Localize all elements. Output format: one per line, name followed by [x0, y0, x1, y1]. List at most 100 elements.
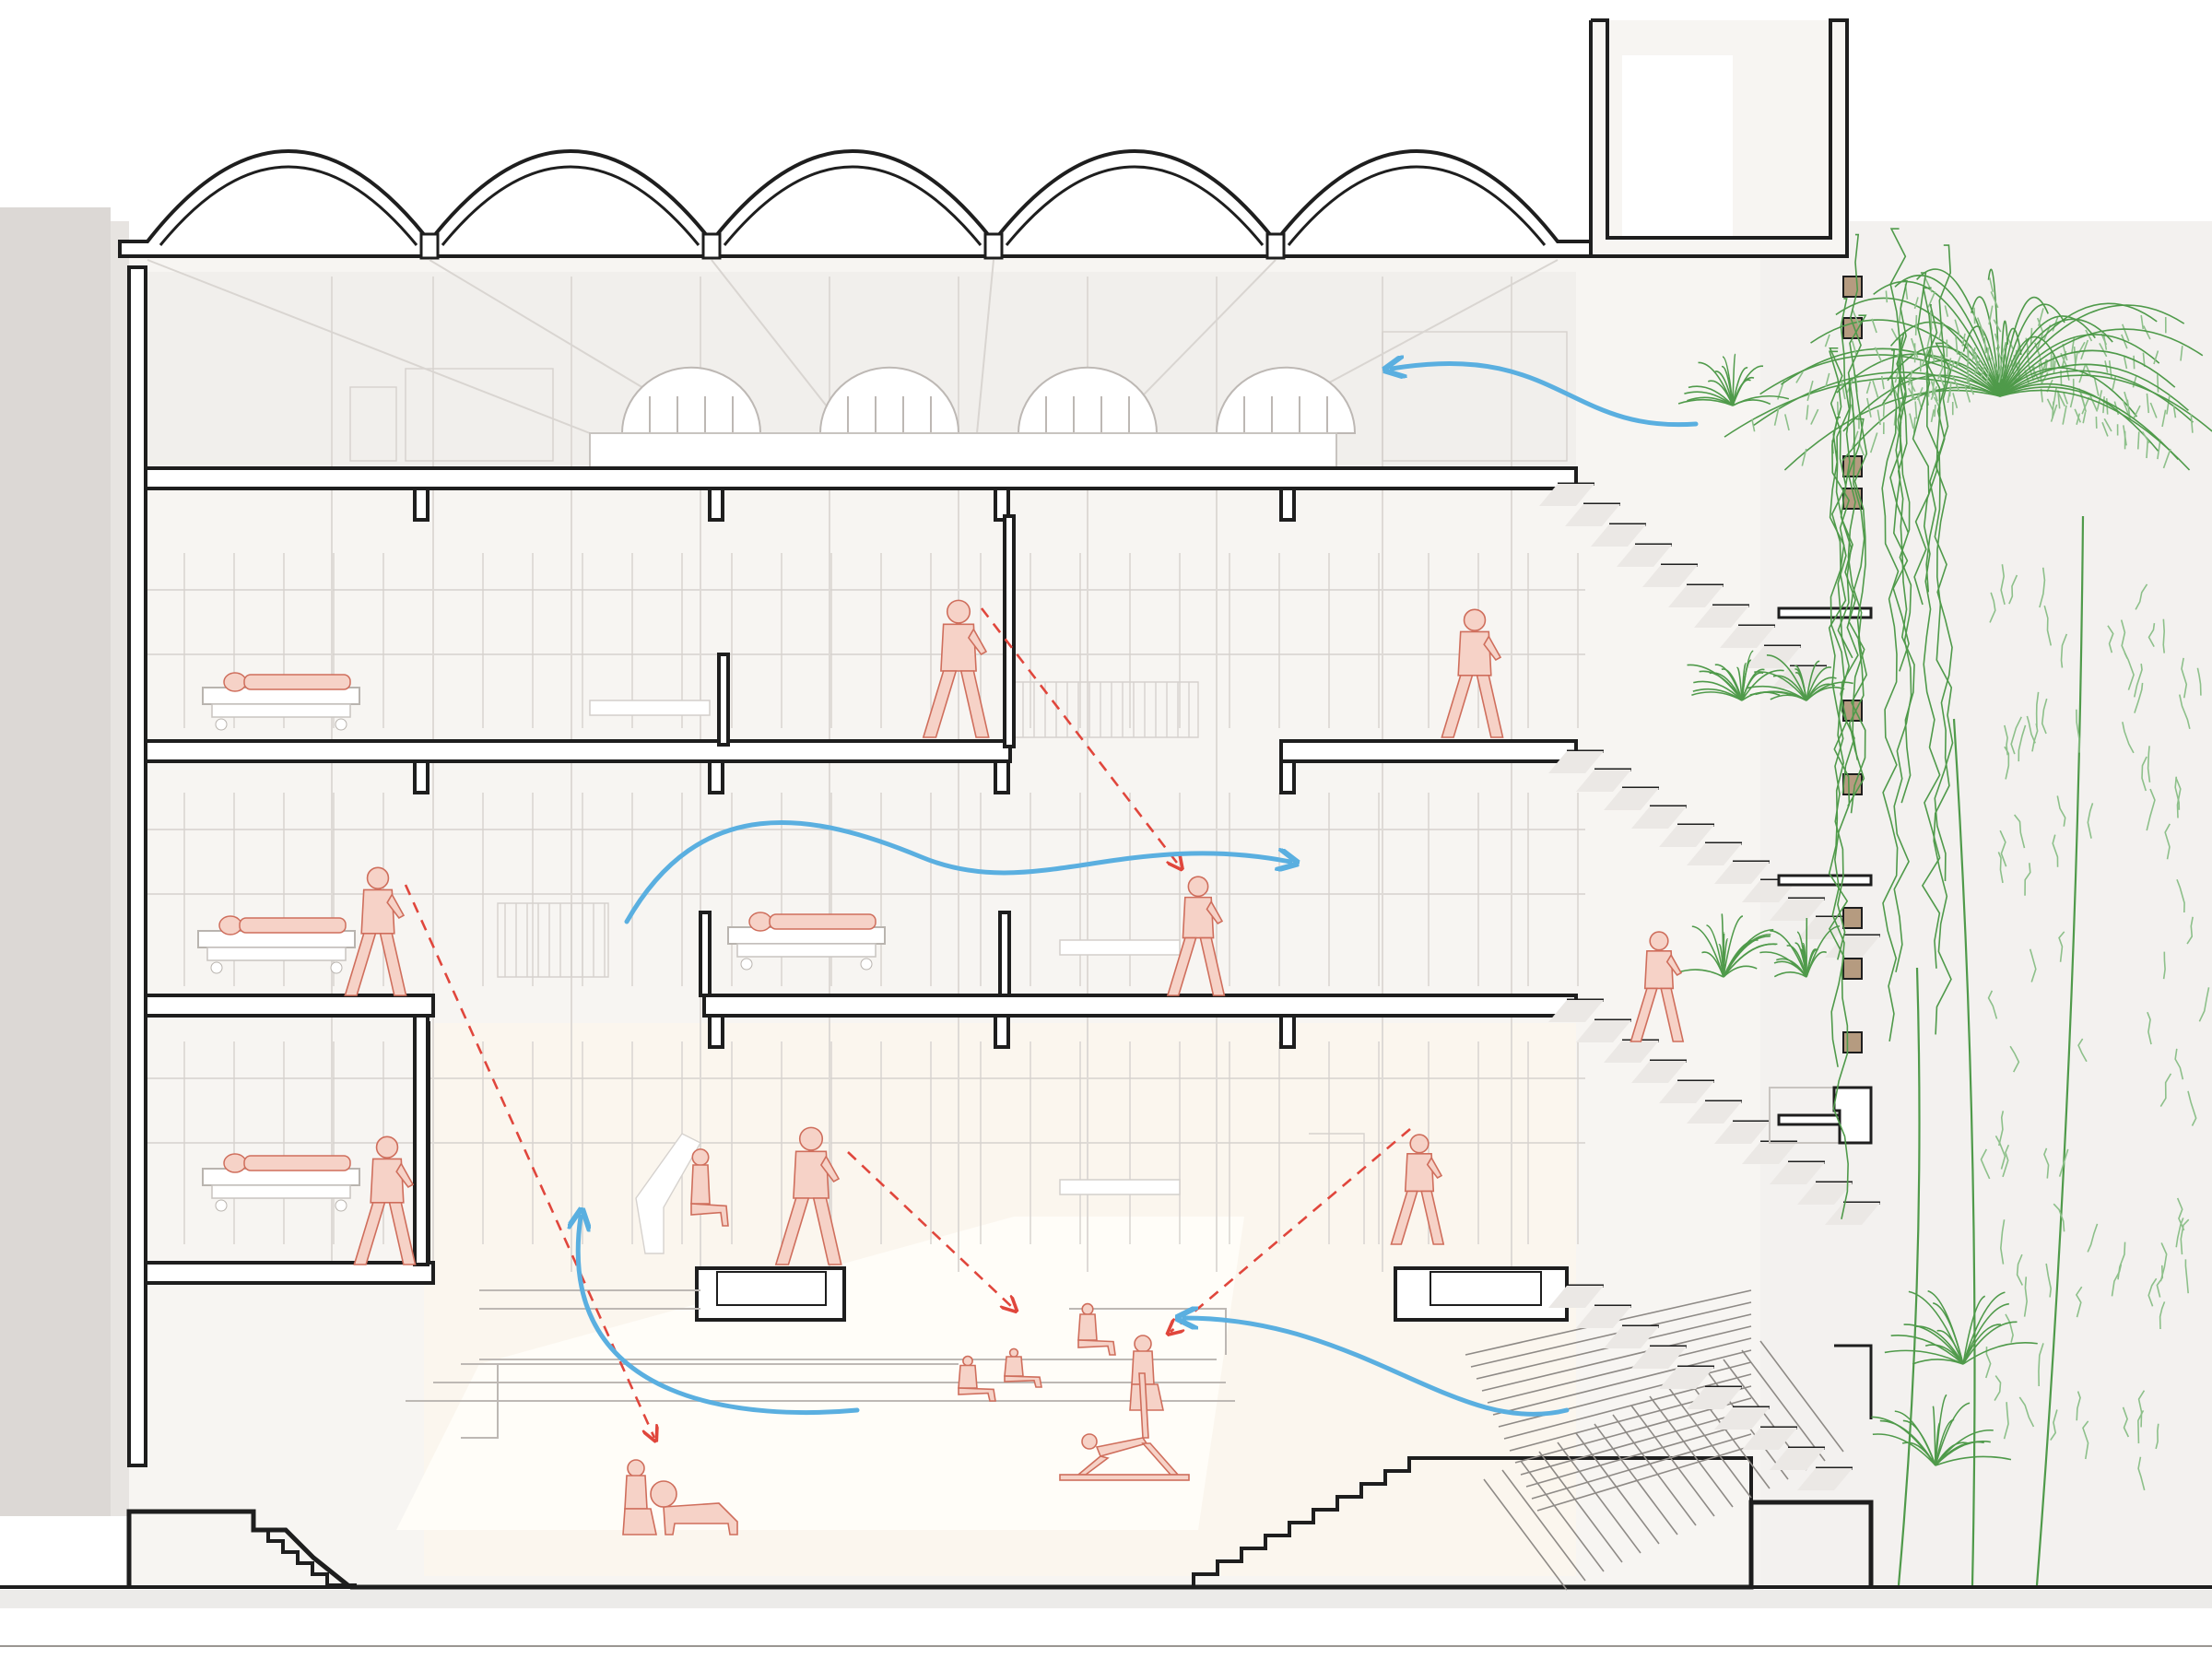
canopy-scribble: [2181, 657, 2188, 699]
person-arm: [1665, 953, 1683, 977]
step-riser-line: [1531, 1433, 1752, 1500]
canopy-scribble: [1998, 1111, 2005, 1147]
atrium-plinth-right-inner: [1430, 1271, 1542, 1306]
palm-leaflet: [2153, 350, 2159, 365]
palm-leaflet: [1909, 413, 1914, 429]
canopy-scribble: [1989, 592, 1996, 623]
left-exterior-wall: [127, 265, 147, 1467]
palm-leaflet: [1824, 334, 1830, 347]
canopy-scribble: [2162, 951, 2166, 980]
planter-box: [1842, 958, 1863, 980]
palm-leaflet: [2190, 414, 2194, 433]
palm-leaflet: [1954, 319, 1960, 336]
partition-wall: [717, 653, 730, 747]
ground-plant: [1962, 1295, 1986, 1365]
patient-body: [243, 1155, 351, 1171]
person-legs: [1441, 675, 1504, 738]
palm-leaflet: [1927, 290, 1936, 308]
palm-leaflet: [1825, 372, 1830, 387]
person-figure: [1004, 1347, 1042, 1388]
person-head: [1409, 1134, 1430, 1154]
person-legs: [958, 1387, 996, 1402]
palm-leaflet: [1955, 351, 1963, 368]
air-flow-arrow: [1392, 363, 1699, 428]
person-figure: [1390, 1134, 1445, 1245]
canopy-scribble: [2176, 1197, 2185, 1231]
floor-slab-level-3-east: [1279, 739, 1578, 763]
palm-leaflet: [2057, 390, 2061, 409]
planter-plant: [1741, 663, 1747, 701]
floor-slab-level-1-west: [136, 1261, 435, 1285]
canopy-scribble: [2043, 606, 2053, 646]
palm-leaflet: [1866, 397, 1872, 418]
stair-tread-shadow: [1770, 899, 1825, 921]
palm-leaflet: [1952, 375, 1960, 392]
person-figure: [922, 599, 990, 738]
hospital-bed-frame: [736, 943, 877, 958]
person-arm: [395, 1161, 415, 1189]
palm-leaflet: [1907, 387, 1916, 401]
canopy-scribble: [2156, 1265, 2164, 1298]
canopy-scribble: [2175, 1218, 2184, 1248]
canopy-scribble: [2107, 625, 2114, 653]
person-head: [1134, 1335, 1152, 1353]
palm-leaflet: [1930, 409, 1936, 423]
canopy-scribble: [2117, 1241, 2126, 1280]
stair-tread-shadow: [1694, 606, 1749, 628]
palm-frond: [1999, 370, 2194, 423]
palm-frond: [1999, 382, 2159, 452]
people-figures: [344, 599, 1685, 1535]
planter-plant: [1806, 666, 1832, 701]
air-flows: [578, 363, 1699, 1417]
hanging-vine: [1922, 287, 1940, 593]
cantilever-stair-treads: [1539, 482, 1880, 1490]
stair-tread-shadow: [1714, 862, 1770, 884]
planter-box: [1842, 276, 1863, 298]
canopy-scribble: [2198, 987, 2210, 1022]
stair-tread-shadow: [1825, 935, 1880, 958]
palm-leaflet: [2157, 374, 2159, 393]
person-arm: [967, 628, 988, 656]
person-head: [691, 1148, 710, 1167]
canopy-scribble: [2041, 698, 2048, 735]
hospital-bed-wheel: [860, 958, 873, 971]
canopy-scribble: [2087, 803, 2094, 839]
person-head: [627, 1459, 645, 1477]
step-hatch-line: [1501, 1469, 1586, 1582]
patient-head: [748, 912, 772, 932]
palm-leaflet: [1940, 355, 1944, 368]
canopy-scribble: [2133, 664, 2143, 698]
palm-leaflet: [2062, 405, 2067, 425]
palm-leaflet: [1852, 430, 1859, 448]
person-figure: [958, 1355, 996, 1402]
palm-leaflet: [2157, 439, 2161, 460]
planter-plant: [1701, 951, 1724, 978]
hanging-vine: [1847, 233, 1865, 760]
stair-tread-shadow: [1642, 565, 1698, 587]
palm-leaflet: [1988, 277, 1994, 292]
step-riser-line: [1525, 1421, 1752, 1488]
roof-vault-outline: [118, 149, 1593, 258]
hanging-vine: [1897, 332, 1915, 804]
ground-plant: [1962, 1342, 2038, 1365]
person-arm: [386, 892, 406, 920]
person-torso: [360, 888, 395, 935]
amphitheatre-step-hatching: [1465, 1289, 1844, 1591]
planter-plant: [1732, 353, 1736, 406]
person-figure: [353, 1135, 417, 1265]
palm-leaflet: [2149, 402, 2158, 418]
stair-tread-shadow: [1548, 1000, 1604, 1022]
canopy-scribble: [2174, 776, 2181, 810]
palm-frond: [1999, 374, 2212, 432]
palm-frond: [1999, 386, 2179, 461]
person-legs: [344, 933, 407, 996]
palm-leaflet: [2166, 394, 2171, 415]
palm-leaflet: [2180, 346, 2183, 361]
palm-leaflet: [2081, 396, 2090, 415]
step-hatch-line: [1759, 1340, 1844, 1453]
palm-leaflet: [1914, 401, 1918, 419]
palm-leaflet: [1955, 336, 1959, 355]
step-riser-line: [1487, 1337, 1752, 1404]
canopy-scribble: [2018, 724, 2027, 762]
